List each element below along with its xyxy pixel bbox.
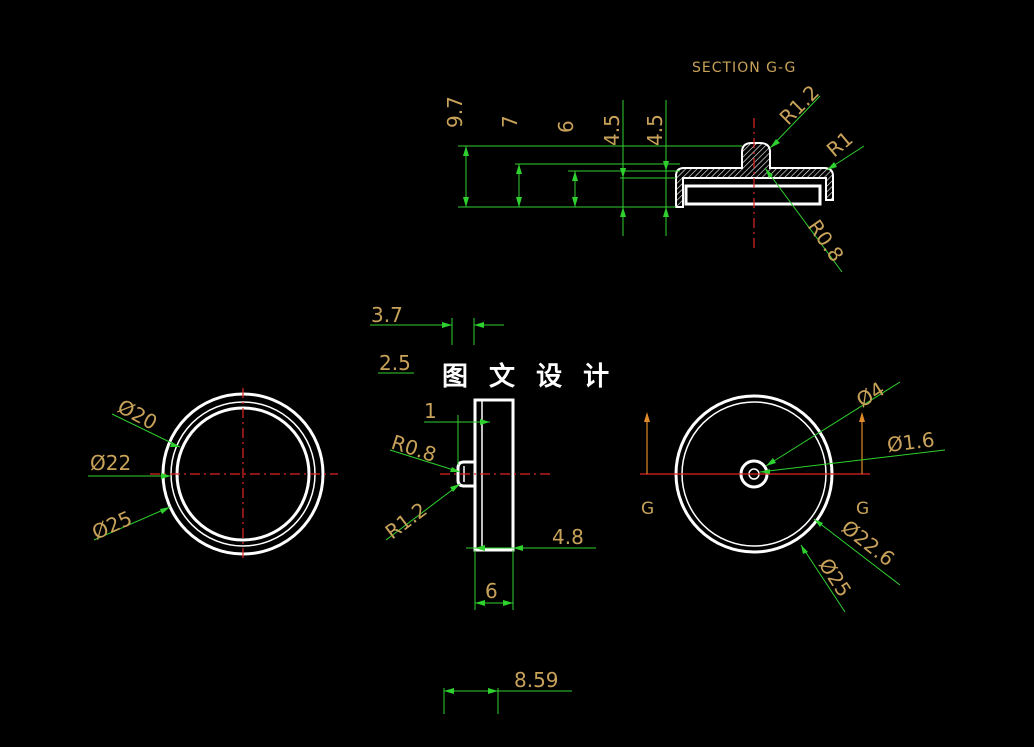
dim-r1-top: R1	[822, 126, 858, 161]
leader-d25-left	[93, 506, 171, 541]
dim-r08-side: R0.8	[388, 430, 439, 467]
leader-d20	[111, 413, 181, 448]
arrow	[572, 171, 578, 181]
dim-859: 8.59	[514, 668, 559, 692]
leader-r08-side	[389, 449, 461, 473]
arrow	[475, 545, 485, 551]
leader-d226	[813, 518, 901, 586]
arrow	[770, 139, 780, 148]
section-view: SECTION G-G 9.7 7 6 4.5 4.5 R1	[443, 60, 865, 273]
dim-d22: Ø22	[90, 451, 131, 475]
dim-6: 6	[554, 120, 578, 133]
dim-d25-left: Ø25	[88, 506, 135, 545]
dim-25: 2.5	[379, 351, 411, 375]
arrow	[488, 688, 498, 694]
arrow	[444, 688, 454, 694]
dim-r12-side: R1.2	[381, 497, 432, 544]
arrow	[760, 469, 770, 474]
arrow	[475, 600, 485, 606]
section-label-right: G	[856, 499, 869, 519]
arrow	[170, 442, 180, 447]
section-title: SECTION G-G	[692, 60, 796, 76]
dim-97: 9.7	[443, 96, 467, 128]
arrow	[161, 473, 171, 479]
dim-d226: Ø22.6	[837, 515, 899, 571]
leader-d25-right	[800, 544, 846, 613]
arrow	[644, 412, 650, 422]
dim-r12-top: R1.2	[775, 80, 824, 129]
arrow	[450, 467, 460, 472]
dim-d20: Ø20	[114, 394, 162, 435]
arrow	[814, 519, 823, 527]
side-knob	[456, 460, 475, 488]
arrow	[463, 197, 469, 207]
dim-d16: Ø1.6	[886, 427, 936, 457]
arrow	[801, 545, 808, 554]
arrow	[766, 458, 776, 466]
arrow	[450, 484, 460, 492]
dim-6-side: 6	[485, 579, 498, 603]
dim-d25-right: Ø25	[814, 554, 857, 602]
arrow	[503, 600, 513, 606]
section-inner-cavity	[684, 184, 822, 206]
front-view-left: Ø20 Ø22 Ø25	[88, 388, 338, 560]
arrow	[620, 168, 626, 178]
arrow	[827, 162, 837, 170]
arrow	[463, 146, 469, 156]
section-profile-hatched	[675, 142, 834, 208]
dim-7: 7	[498, 115, 522, 128]
dim-45a: 4.5	[600, 114, 624, 146]
leader-d4	[765, 381, 901, 467]
dim-45b: 4.5	[643, 114, 667, 146]
arrow	[516, 164, 522, 174]
arrow	[765, 168, 773, 178]
arrow	[572, 197, 578, 207]
leader-d16	[759, 449, 946, 473]
leader-r12-side	[385, 483, 461, 541]
arrow	[516, 197, 522, 207]
leader-r08	[764, 167, 843, 273]
dim-r08-top: R0.8	[803, 215, 849, 266]
arrow	[442, 322, 452, 328]
arrow	[160, 507, 170, 514]
dim-37: 3.7	[371, 303, 403, 327]
arrow	[474, 322, 484, 328]
front-view-right: G G Ø4 Ø1.6 Ø22.6 Ø25	[640, 377, 946, 613]
dim-48: 4.8	[552, 525, 584, 549]
arrow	[480, 419, 490, 425]
watermark-text: 图 文 设 计	[442, 361, 615, 392]
arrow	[859, 412, 865, 422]
section-label-left: G	[641, 499, 654, 519]
dim-1: 1	[424, 399, 437, 423]
arrow	[513, 545, 523, 551]
arrow	[620, 207, 626, 217]
arrow	[663, 161, 669, 171]
arrow	[663, 207, 669, 217]
side-body	[473, 398, 515, 552]
dim-d4: Ø4	[852, 377, 889, 412]
leader-r12	[769, 95, 821, 149]
